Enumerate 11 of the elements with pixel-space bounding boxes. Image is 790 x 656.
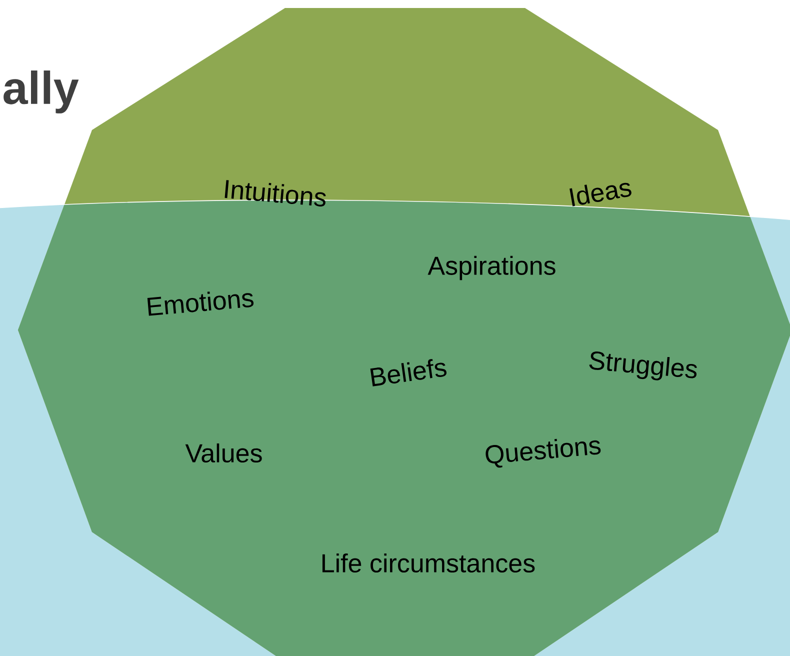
iceberg-word: Values — [185, 443, 262, 463]
iceberg-shape — [0, 8, 790, 656]
iceberg-word: Ideas — [570, 182, 632, 206]
iceberg-word: Life circumstances — [322, 553, 535, 573]
iceberg-word: Aspirations — [428, 256, 556, 280]
heading-text: ally — [4, 70, 79, 114]
iceberg-word: Struggles — [589, 352, 697, 380]
iceberg-word: Intuitions — [224, 180, 326, 206]
iceberg-word: Questions — [486, 438, 601, 468]
iceberg-word: Beliefs — [370, 359, 447, 386]
iceberg-word: Emotions — [147, 292, 254, 316]
